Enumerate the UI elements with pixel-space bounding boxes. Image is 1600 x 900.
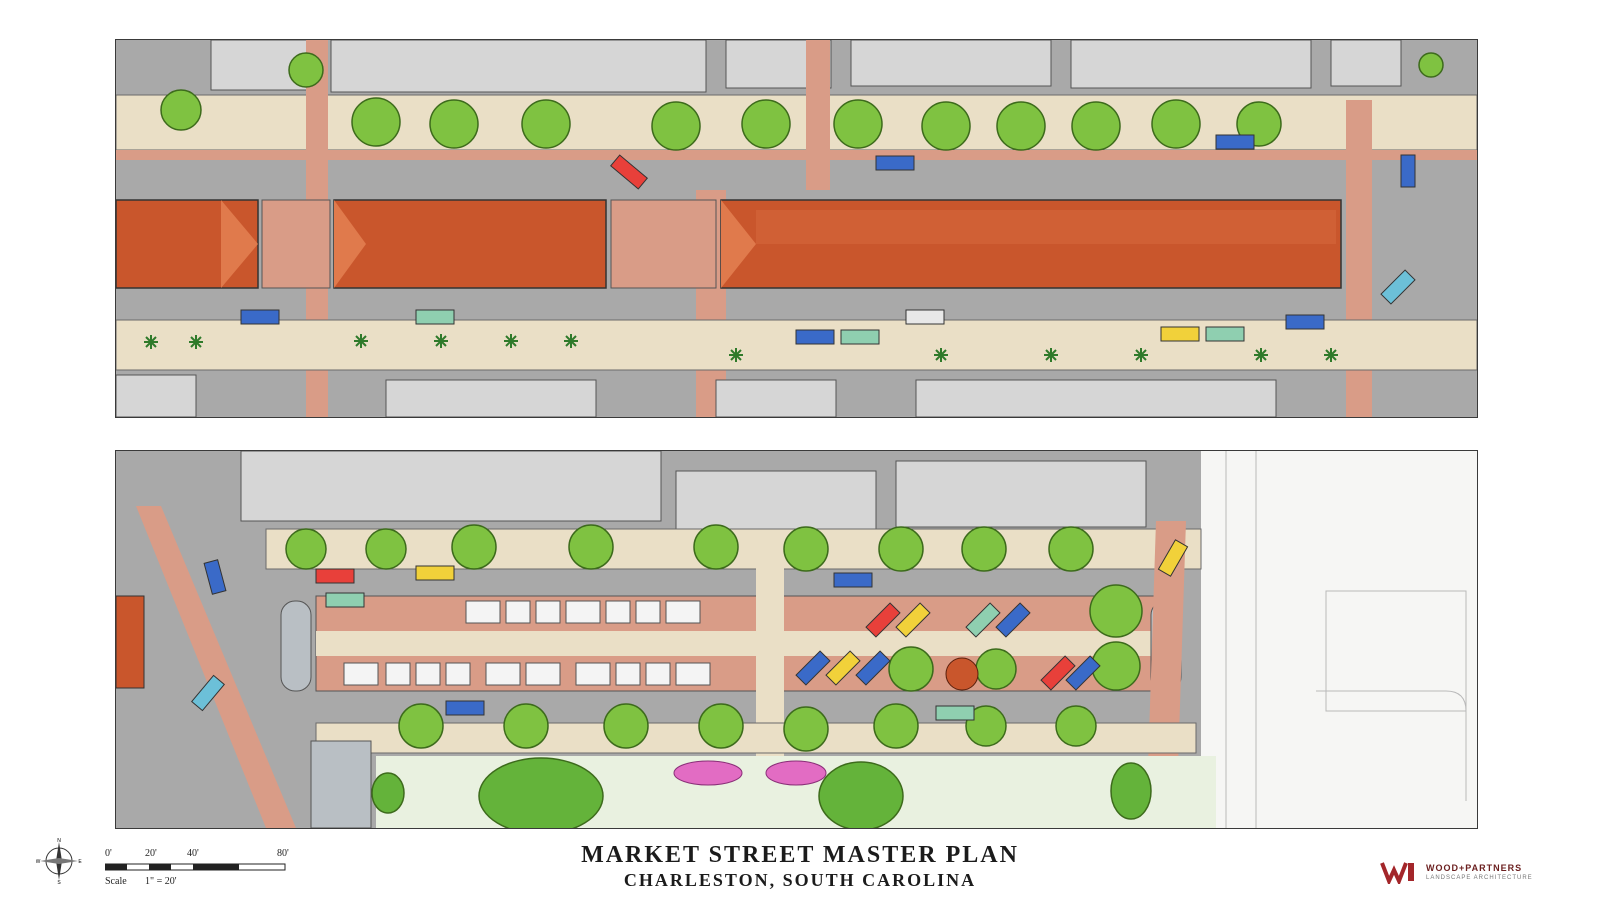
scale-tick-40: 40' (187, 848, 199, 859)
market-shed-roof (116, 595, 145, 689)
palm-trees-south (144, 334, 1338, 362)
south-sidewalk (315, 722, 1197, 754)
market-stalls (343, 600, 711, 686)
plan-title: MARKET STREET MASTER PLAN (581, 842, 1019, 868)
south-buildings (116, 374, 1277, 417)
end-plaza (280, 600, 312, 692)
street-trees-north (285, 524, 1094, 572)
graphic-scale: 0' 20' 40' 80' Scale 1" = 20' (105, 848, 305, 898)
firm-tagline: LANDSCAPE ARCHITECTURE (1426, 875, 1533, 881)
plan-subtitle: CHARLESTON, SOUTH CAROLINA (623, 870, 977, 890)
north-buildings (240, 451, 1147, 532)
compass-e: E (78, 859, 82, 865)
lower-plan-drawing (116, 451, 1477, 828)
firm-logo: WOOD+PARTNERS LANDSCAPE ARCHITECTURE (1380, 860, 1533, 890)
scale-bar-graphic (105, 863, 286, 871)
shed-plaza (261, 199, 331, 289)
south-sidewalk (116, 319, 1477, 371)
wood-partners-logo-icon (1380, 862, 1414, 884)
scale-ratio: 1" = 20' (145, 876, 177, 887)
scale-label: Scale (105, 876, 127, 887)
street-trees-south (398, 584, 1143, 752)
title-block: MARKET STREET MASTER PLAN CHARLESTON, SO… (520, 842, 1080, 891)
parked-cars (191, 539, 1189, 721)
scale-tick-80: 80' (277, 848, 289, 859)
shed-plaza (610, 199, 717, 289)
median-walkway (316, 631, 1166, 656)
compass-s: S (57, 880, 61, 884)
plan-panel-lower (115, 450, 1478, 829)
adjacent-site-linework (1225, 451, 1467, 828)
plan-panel-upper (115, 39, 1478, 418)
flower-beds (673, 760, 827, 786)
shrub-masses (371, 757, 1152, 828)
scale-tick-20: 20' (145, 848, 157, 859)
market-shed-roofs (116, 199, 1342, 289)
north-arrow-icon: N E S W (36, 838, 82, 884)
parked-cars (240, 134, 1416, 345)
compass-n: N (57, 838, 61, 844)
compass-w: W (36, 859, 41, 865)
umbrella (945, 657, 979, 691)
scale-tick-0: 0' (105, 848, 112, 859)
upper-plan-drawing (116, 40, 1477, 417)
firm-name: WOOD+PARTNERS (1426, 863, 1523, 873)
brick-path (136, 506, 296, 828)
street-trees-north (160, 52, 1444, 151)
paver-plaza (310, 740, 372, 828)
